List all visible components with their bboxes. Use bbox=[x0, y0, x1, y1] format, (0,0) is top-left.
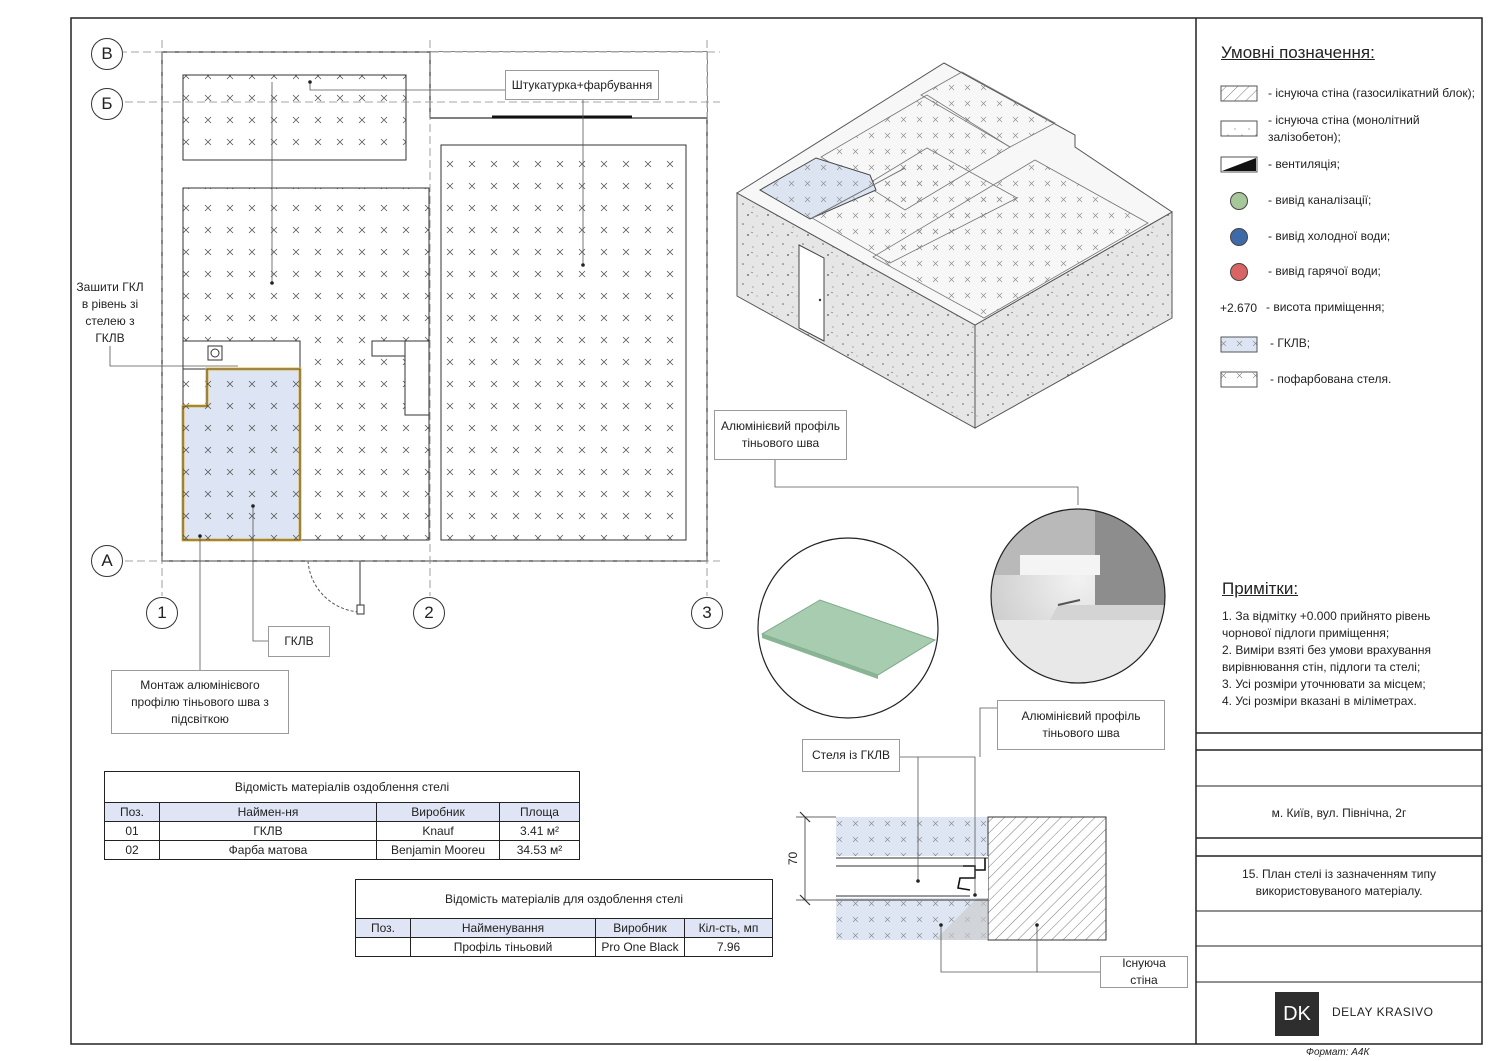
axis-marker-3: 3 bbox=[691, 597, 723, 629]
gklv-board-detail bbox=[757, 537, 939, 719]
legend-existing-wall-concrete: - існуюча стіна (монолітний залізобетон)… bbox=[1268, 113, 1420, 144]
notes-title: Примітки: bbox=[1222, 579, 1299, 598]
callout-detail-profile: Алюмінієвий профіль тіньового шва bbox=[997, 700, 1165, 750]
col-header-manufacturer: Виробник bbox=[595, 918, 685, 938]
note-line: 3. Усі розміри уточнювати за місцем; bbox=[1222, 677, 1426, 691]
col-header-quantity: Кіл-сть, мп bbox=[684, 918, 773, 938]
legend-hot-water: - вивід гарячої води; bbox=[1268, 264, 1381, 278]
sheet-title: 15. План стелі із зазначенням типу викор… bbox=[1242, 867, 1436, 898]
cold-water-dot-icon bbox=[1230, 228, 1248, 246]
callout-profile-mounting: Монтаж алюмінієвого профілю тіньового шв… bbox=[111, 670, 289, 734]
callout-plaster-painting: Штукатурка+фарбування bbox=[505, 70, 659, 100]
col-header-pos: Поз. bbox=[104, 802, 160, 822]
legend-title: Умовні позначення: bbox=[1221, 43, 1375, 62]
note-line: 4. Усі розміри вказані в міліметрах. bbox=[1222, 694, 1417, 708]
company-name: DELAY KRASIVO bbox=[1332, 1005, 1434, 1019]
axis-marker-b: Б bbox=[91, 88, 123, 120]
callout-gklv-ceiling: Стеля із ГКЛВ bbox=[802, 739, 900, 772]
isometric-view bbox=[736, 62, 1173, 429]
col-header-area: Площа bbox=[499, 802, 580, 822]
company-logo bbox=[1275, 992, 1319, 1036]
col-header-name: Наймен-ня bbox=[159, 802, 377, 822]
axis-marker-v: В bbox=[91, 38, 123, 70]
legend-painted-ceiling: - пофарбована стеля. bbox=[1270, 372, 1392, 386]
legend-cold-water: - вивід холодної води; bbox=[1268, 229, 1391, 243]
logo-text: DK bbox=[1283, 1003, 1311, 1025]
legend-room-height: - висота приміщення; bbox=[1266, 300, 1385, 314]
section-detail bbox=[796, 707, 1107, 973]
sheet-frame bbox=[70, 17, 1483, 1045]
axis-marker-a: А bbox=[91, 545, 123, 577]
note-line: чорнової підлоги приміщення; bbox=[1222, 626, 1390, 640]
callout-gklv: ГКЛВ bbox=[268, 626, 330, 657]
col-header-manufacturer: Виробник bbox=[376, 802, 500, 822]
notes-list: 1. За відмітку +0.000 прийнято рівень чо… bbox=[1222, 608, 1477, 710]
note-line: 2. Виміри взяті без умови врахування bbox=[1222, 643, 1431, 657]
legend-gklv: - ГКЛВ; bbox=[1270, 336, 1311, 350]
callout-iso-profile: Алюмінієвий профіль тіньового шва bbox=[714, 410, 847, 460]
legend-existing-wall-block: - існуюча стіна (газосилікатний блок); bbox=[1268, 86, 1475, 100]
table-title: Відомість матеріалів оздоблення стелі bbox=[104, 771, 580, 803]
dimension-70: 70 bbox=[786, 851, 801, 866]
axis-marker-2: 2 bbox=[413, 597, 445, 629]
legend-sewer: - вивід каналізації; bbox=[1268, 193, 1372, 207]
legend-ventilation: - вентиляція; bbox=[1268, 157, 1340, 171]
hot-water-dot-icon bbox=[1230, 263, 1248, 281]
note-line: вирівнювання стін, підлоги та стелі; bbox=[1222, 660, 1421, 674]
sewer-dot-icon bbox=[1230, 192, 1248, 210]
height-marker: +2.670 bbox=[1220, 301, 1258, 315]
materials-table-finish: Відомість матеріалів оздоблення стелі По… bbox=[104, 771, 580, 860]
table-title: Відомість матеріалів для оздоблення стел… bbox=[355, 879, 773, 919]
shadow-profile-photo bbox=[990, 508, 1166, 684]
paper-format: Формат: А4К bbox=[1306, 1047, 1370, 1058]
callout-sew-gkl: Зашити ГКЛ в рівень зі стелею з ГКЛВ bbox=[76, 280, 144, 345]
note-line: 1. За відмітку +0.000 прийнято рівень bbox=[1222, 609, 1431, 623]
materials-table-profile: Відомість матеріалів для оздоблення стел… bbox=[355, 879, 773, 957]
project-address: м. Київ, вул. Північна, 2г bbox=[1271, 806, 1407, 820]
col-header-name: Найменування bbox=[410, 918, 596, 938]
ceiling-plan bbox=[95, 40, 720, 670]
col-header-pos: Поз. bbox=[355, 918, 411, 938]
callout-existing-wall: Існуюча стіна bbox=[1100, 956, 1188, 988]
axis-marker-1: 1 bbox=[146, 597, 178, 629]
